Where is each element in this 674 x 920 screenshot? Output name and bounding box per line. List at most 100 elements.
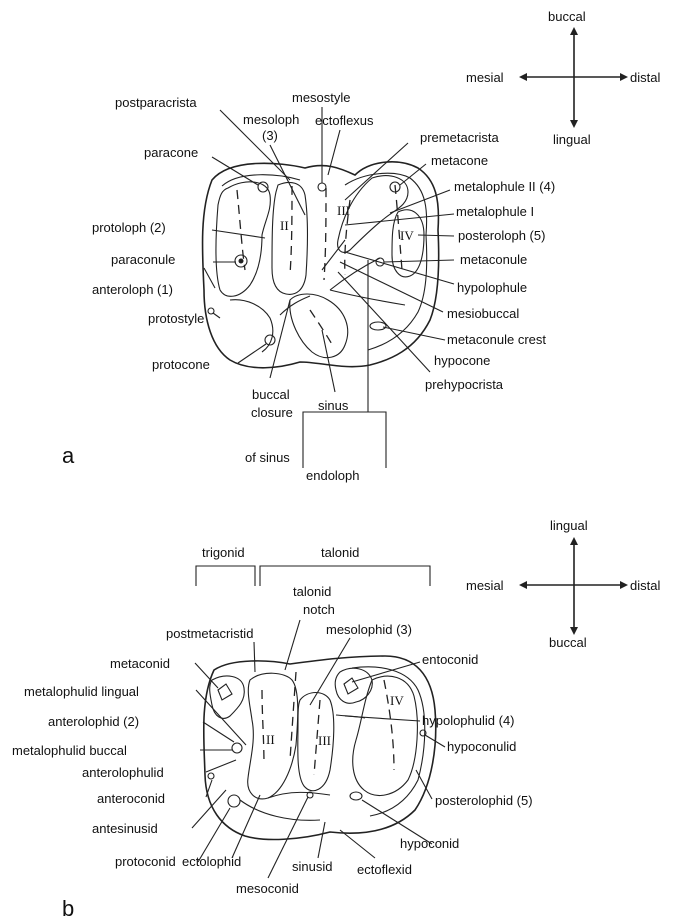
protocone-label: protocone	[152, 357, 210, 372]
dash-a-3	[324, 188, 326, 280]
mesostyle-cusp	[318, 183, 326, 191]
paraconule-label: paraconule	[111, 252, 175, 267]
protoconid-label: protoconid	[115, 854, 176, 869]
roman-a-ii: II	[280, 218, 289, 233]
postparacrista-label: postparacrista	[115, 95, 197, 110]
arrow-down-icon	[570, 627, 578, 635]
sinus-shape	[290, 294, 348, 358]
arrow-up-icon	[570, 27, 578, 35]
ectoflexid-label: ectoflexid	[357, 862, 412, 877]
hypoconid-cusp	[350, 792, 362, 800]
talonid-bracket	[260, 566, 430, 586]
trigonid-label: trigonid	[202, 545, 245, 560]
sinus-label: sinus	[318, 398, 349, 413]
hypocone-label: hypocone	[434, 353, 490, 368]
mesoconid-label: mesoconid	[236, 881, 299, 896]
talonid-notch-label-2: notch	[303, 602, 335, 617]
mesoloph-label-2: (3)	[262, 128, 278, 143]
hypolophule-label: hypolophule	[457, 280, 527, 295]
anterolophid-label: anterolophid (2)	[48, 714, 139, 729]
metalophulid-buccal-cusp	[232, 743, 242, 753]
ectolophid-label: ectolophid	[182, 854, 241, 869]
endoloph-label: endoloph	[306, 468, 360, 483]
dash-b-1	[262, 690, 264, 765]
prehypocrista-label: prehypocrista	[425, 377, 504, 392]
mesoloph-label-1: mesoloph	[243, 112, 299, 127]
compass-b-distal: distal	[630, 578, 660, 593]
metaconid-label: metaconid	[110, 656, 170, 671]
protostyle-label: protostyle	[148, 311, 204, 326]
arrow-right-icon	[620, 581, 628, 589]
roman-a-iii: III	[337, 203, 350, 218]
panel-a-label: a	[62, 443, 75, 468]
sinusid-label: sinusid	[292, 859, 332, 874]
postmetacristid-label: postmetacristid	[166, 626, 253, 641]
sinusid-crest	[240, 792, 330, 820]
figure-a: buccal mesial distal lingual	[62, 9, 660, 483]
buccal-closure-label-3: of sinus	[245, 450, 290, 465]
arrow-right-icon	[620, 73, 628, 81]
paracone-label: paracone	[144, 145, 198, 160]
talonid-label: talonid	[321, 545, 359, 560]
posterolophid-loop	[353, 676, 418, 795]
roman-b-ii: II	[266, 732, 275, 747]
metalophule-i-label: metalophule I	[456, 204, 534, 219]
entoconid-label: entoconid	[422, 652, 478, 667]
metaconule-label: metaconule	[460, 252, 527, 267]
compass-b-buccal: buccal	[549, 635, 587, 650]
buccal-closure-label-2: closure	[251, 405, 293, 420]
compass-b: lingual mesial distal buccal	[466, 518, 660, 650]
metacone-label: metacone	[431, 153, 488, 168]
anteroloph-label: anteroloph (1)	[92, 282, 173, 297]
compass-a-lingual: lingual	[553, 132, 591, 147]
anteroconid-label: anteroconid	[97, 791, 165, 806]
arrow-down-icon	[570, 120, 578, 128]
mesiobuccal-label-1: mesiobuccal	[447, 306, 519, 321]
arrow-left-icon	[519, 581, 527, 589]
compass-b-lingual: lingual	[550, 518, 588, 533]
leader-lines-a	[204, 107, 454, 468]
metaconid-cusp	[218, 684, 232, 700]
compass-a-mesial: mesial	[466, 70, 504, 85]
arrow-left-icon	[519, 73, 527, 81]
compass-b-mesial: mesial	[466, 578, 504, 593]
hypoconulid-label: hypoconulid	[447, 739, 516, 754]
anteroconid-cusp	[208, 773, 214, 779]
buccal-closure-label-1: buccal	[252, 387, 290, 402]
anterolophulid-label: anterolophulid	[82, 765, 164, 780]
upper-molar-outline	[202, 162, 438, 368]
protoloph-label: protoloph (2)	[92, 220, 166, 235]
posteroloph-label: posteroloph (5)	[458, 228, 545, 243]
arrow-up-icon	[570, 537, 578, 545]
paracone-region	[216, 182, 270, 297]
figure-b: lingual mesial distal buccal trigonid ta…	[12, 518, 660, 920]
talonid-notch-label-1: talonid	[293, 584, 331, 599]
panel-b-label: b	[62, 896, 74, 920]
hypolophulid-label: hypolophulid (4)	[422, 713, 515, 728]
hypocone-cusp	[370, 322, 386, 330]
dash-a-2	[290, 186, 292, 275]
metalophulid-buccal-label: metalophulid buccal	[12, 743, 127, 758]
dash-a-1	[237, 190, 245, 270]
metalophule-ii-label: metalophule II (4)	[454, 179, 555, 194]
protoconid-cusp	[228, 795, 240, 807]
mesostyle-label: mesostyle	[292, 90, 351, 105]
posterolophid-label: posterolophid (5)	[435, 793, 533, 808]
dash-a-6	[310, 310, 333, 346]
roman-b-iii: III	[318, 733, 331, 748]
premetacrista-label: premetacrista	[420, 130, 500, 145]
mesiobuccal-label-2: metaconule crest	[447, 332, 546, 347]
mesolophid-label: mesolophid (3)	[326, 622, 412, 637]
mesoloph-loop	[272, 182, 307, 294]
roman-b-iv: IV	[390, 693, 404, 708]
antesinusid-label: antesinusid	[92, 821, 158, 836]
roman-a-iv: IV	[400, 228, 414, 243]
compass-a-distal: distal	[630, 70, 660, 85]
metalophulid-lingual-label: metalophulid lingual	[24, 684, 139, 699]
compass-a: buccal mesial distal lingual	[466, 9, 660, 147]
compass-a-buccal: buccal	[548, 9, 586, 24]
paraconule-dot	[239, 259, 244, 264]
hypoconid-label: hypoconid	[400, 836, 459, 851]
ectoflexus-label: ectoflexus	[315, 113, 374, 128]
